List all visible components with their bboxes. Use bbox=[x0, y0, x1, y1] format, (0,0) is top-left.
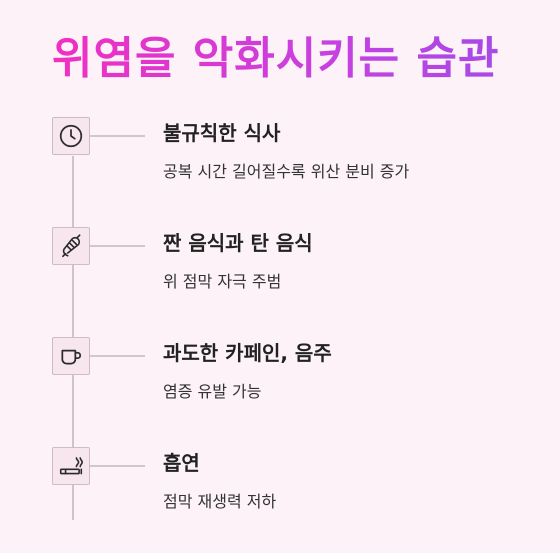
habit-description: 점막 재생력 저하 bbox=[163, 492, 277, 511]
habit-item-salty-burnt-food: 짠 음식과 탄 음식 위 점막 자극 주범 bbox=[0, 227, 560, 327]
connector-line bbox=[90, 465, 145, 467]
page-title: 위염을 악화시키는 습관 bbox=[52, 30, 499, 88]
habit-title: 짠 음식과 탄 음식 bbox=[163, 231, 313, 255]
habit-title: 흡연 bbox=[163, 451, 200, 475]
habit-item-smoking: 흡연 점막 재생력 저하 bbox=[0, 447, 560, 547]
connector-line bbox=[90, 135, 145, 137]
habit-description: 공복 시간 길어질수록 위산 분비 증가 bbox=[163, 162, 410, 181]
chili-pepper-icon bbox=[52, 227, 90, 265]
habit-item-caffeine-alcohol: 과도한 카페인, 음주 염증 유발 가능 bbox=[0, 337, 560, 437]
habit-title: 불규칙한 식사 bbox=[163, 121, 281, 145]
connector-line bbox=[90, 355, 145, 357]
habit-description: 염증 유발 가능 bbox=[163, 382, 262, 401]
habit-item-irregular-meals: 불규칙한 식사 공복 시간 길어질수록 위산 분비 증가 bbox=[0, 117, 560, 217]
habit-description: 위 점막 자극 주범 bbox=[163, 272, 282, 291]
clock-icon bbox=[52, 117, 90, 155]
connector-line bbox=[90, 245, 145, 247]
coffee-cup-icon bbox=[52, 337, 90, 375]
cigarette-icon bbox=[52, 447, 90, 485]
habit-title: 과도한 카페인, 음주 bbox=[163, 341, 332, 365]
